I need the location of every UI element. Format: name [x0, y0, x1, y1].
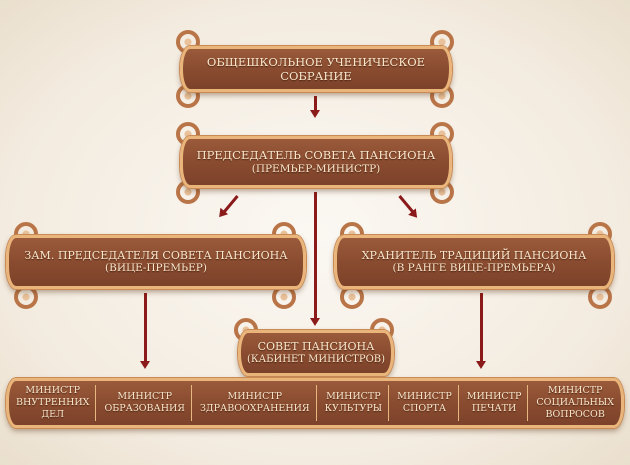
minister-portfolio: ЗДРАВООХРАНЕНИЯ — [199, 403, 310, 414]
ministers-box: МИНИСТР ВНУТРЕННИХ ДЕЛ МИНИСТР ОБРАЗОВАН… — [6, 378, 624, 428]
minister-portfolio: КУЛЬТУРЫ — [324, 403, 383, 414]
arrow-keeper-to-ministers — [476, 293, 486, 369]
chairman-subtitle: (ПРЕМЬЕР-МИНИСТР) — [251, 162, 381, 175]
minister-label: МИНИСТР — [397, 391, 452, 403]
council-subtitle: (КАБИНЕТ МИНИСТРОВ) — [246, 353, 386, 365]
minister-culture: МИНИСТР КУЛЬТУРЫ — [319, 385, 390, 421]
council-title: СОВЕТ ПАНСИОНА — [257, 339, 375, 353]
minister-internal-affairs: МИНИСТР ВНУТРЕННИХ ДЕЛ — [10, 385, 97, 421]
keeper-title: ХРАНИТЕЛЬ ТРАДИЦИЙ ПАНСИОНА — [361, 248, 587, 262]
general-assembly-box: ОБЩЕШКОЛЬНОЕ УЧЕНИЧЕСКОЕ СОБРАНИЕ — [180, 46, 452, 92]
deputy-box: ЗАМ. ПРЕДСЕДАТЕЛЯ СОВЕТА ПАНСИОНА (ВИЦЕ-… — [6, 235, 306, 289]
minister-label: МИНИСТР — [547, 385, 603, 397]
minister-portfolio: СПОРТА — [402, 403, 447, 414]
minister-portfolio: СОЦИАЛЬНЫХ — [536, 397, 614, 409]
arrow-deputy-to-ministers — [140, 293, 150, 369]
chairman-title: ПРЕДСЕДАТЕЛЬ СОВЕТА ПАНСИОНА — [196, 148, 436, 163]
arrow-assembly-to-chairman — [310, 96, 320, 118]
minister-portfolio: ОБРАЗОВАНИЯ — [104, 403, 185, 414]
minister-portfolio: ДЕЛ — [41, 408, 65, 420]
minister-health: МИНИСТР ЗДРАВООХРАНЕНИЯ — [194, 385, 317, 421]
deputy-subtitle: (ВИЦЕ-ПРЕМЬЕР) — [105, 262, 207, 275]
minister-label: МИНИСТР — [25, 385, 81, 397]
minister-label: МИНИСТР — [326, 391, 381, 403]
keeper-box: ХРАНИТЕЛЬ ТРАДИЦИЙ ПАНСИОНА (В РАНГЕ ВИЦ… — [334, 235, 614, 289]
keeper-subtitle: (В РАНГЕ ВИЦЕ-ПРЕМЬЕРА) — [392, 262, 556, 275]
minister-press: МИНИСТР ПЕЧАТИ — [461, 385, 529, 421]
minister-portfolio: ВНУТРЕННИХ — [16, 397, 90, 409]
arrow-chairman-to-council — [310, 192, 320, 326]
general-assembly-label: ОБЩЕШКОЛЬНОЕ УЧЕНИЧЕСКОЕ СОБРАНИЕ — [206, 54, 426, 83]
minister-sport: МИНИСТР СПОРТА — [391, 385, 459, 421]
minister-social-affairs: МИНИСТР СОЦИАЛЬНЫХ ВОПРОСОВ — [530, 385, 620, 421]
minister-label: МИНИСТР — [117, 391, 172, 403]
minister-portfolio: ПЕЧАТИ — [471, 403, 517, 414]
minister-portfolio: ВОПРОСОВ — [545, 408, 605, 420]
arrow-chairman-to-deputy — [222, 195, 239, 214]
arrow-chairman-to-keeper — [398, 195, 415, 214]
minister-education: МИНИСТР ОБРАЗОВАНИЯ — [98, 385, 192, 421]
council-box: СОВЕТ ПАНСИОНА (КАБИНЕТ МИНИСТРОВ) — [238, 330, 394, 376]
chairman-box: ПРЕДСЕДАТЕЛЬ СОВЕТА ПАНСИОНА (ПРЕМЬЕР-МИ… — [180, 136, 452, 188]
minister-label: МИНИСТР — [466, 391, 522, 403]
deputy-title: ЗАМ. ПРЕДСЕДАТЕЛЯ СОВЕТА ПАНСИОНА — [24, 248, 288, 262]
minister-label: МИНИСТР — [227, 391, 283, 403]
